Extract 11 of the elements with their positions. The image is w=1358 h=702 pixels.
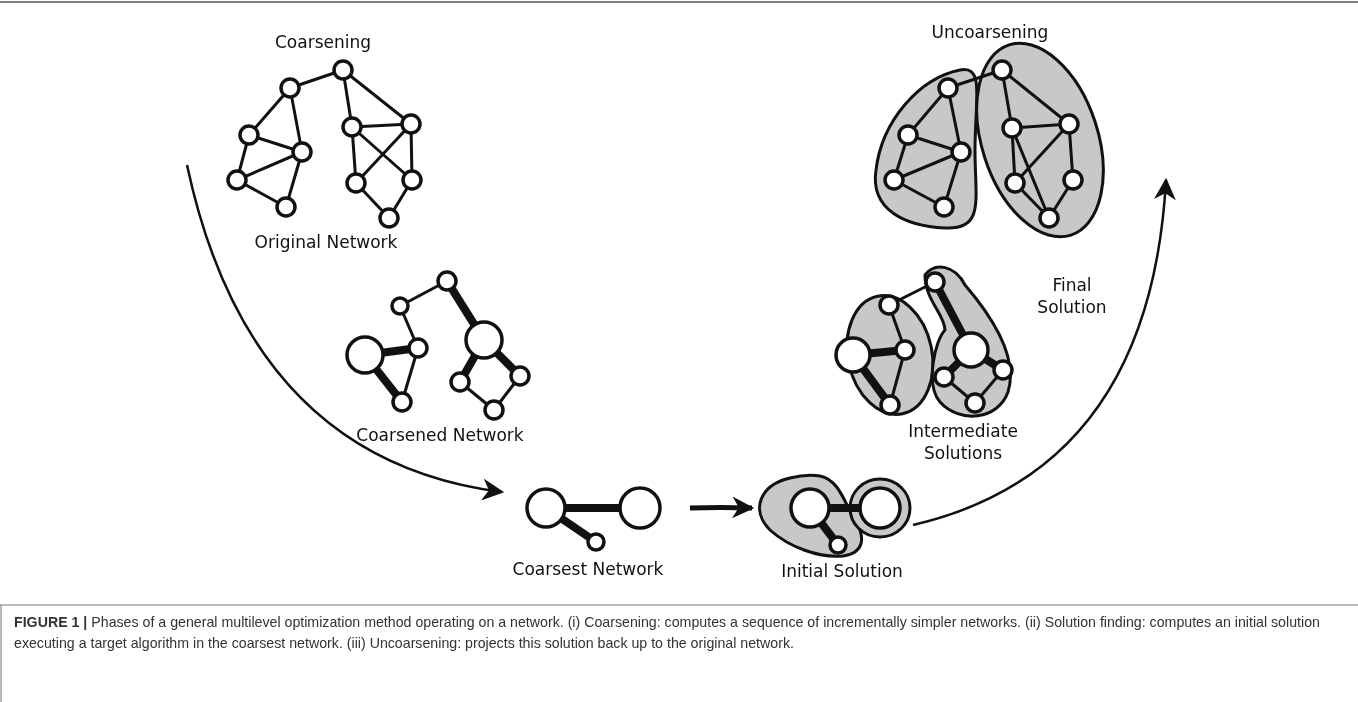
network-label: Intermediate Solutions [907, 420, 1019, 465]
arrow [689, 496, 755, 519]
network-label: Coarsened Network [355, 424, 525, 447]
network-label: Coarsest Network [511, 558, 665, 581]
figure-caption: FIGURE 1 | Phases of a general multilevel optimization method operating on a network. (i) Coarsening: computes a sequence of incrementally simpler networks. (ii) Solution finding: computes an initial solution executing a target algorithm in the coarsest network. (iii) Uncoarsening: projects this solution back up to the original network. [14, 613, 1321, 654]
network-label: Original Network [253, 231, 399, 254]
network-label: Final Solution [1036, 274, 1108, 319]
arrow [185, 164, 505, 500]
network-label: Initial Solution [780, 560, 904, 583]
phase-title: Uncoarsening [931, 22, 1049, 42]
arrow [912, 177, 1176, 527]
